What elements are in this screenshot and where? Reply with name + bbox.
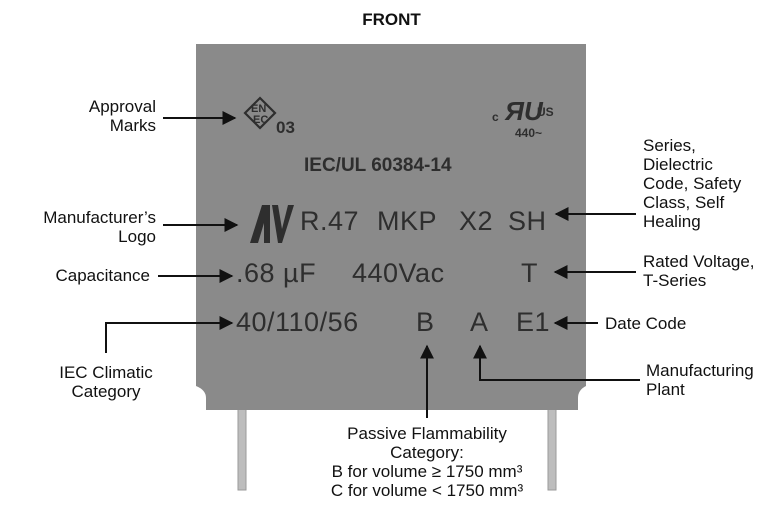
front-title: FRONT (362, 10, 421, 29)
callout-manufacturing-plant: Manufacturing Plant (646, 361, 754, 399)
callout-line: T-Series (643, 271, 707, 290)
callout-line: Manufacturer’s (43, 208, 156, 227)
svg-text:EN: EN (251, 103, 266, 115)
callout-line: Dielectric (643, 155, 713, 174)
callout-iec-climatic: IEC Climatic Category (36, 363, 176, 401)
callout-line: Logo (118, 227, 156, 246)
callout-line: Healing (643, 212, 701, 231)
ul-us: US (537, 105, 554, 119)
callout-series-info: Series, Dielectric Code, Safety Class, S… (643, 136, 741, 231)
callout-passive-flammability: Passive Flammability Category: B for vol… (287, 424, 567, 500)
callout-line: Rated Voltage, (643, 252, 755, 271)
capacitance-value: .68 µF (236, 258, 317, 288)
ur-logo: ЯU (504, 96, 544, 126)
callout-line: Class, Self (643, 193, 725, 212)
callout-line: B for volume ≥ 1750 mm³ (331, 462, 523, 481)
enec-mark: EN EC (243, 96, 277, 130)
safety-class: X2 (459, 206, 494, 236)
capacitor-body (196, 44, 586, 410)
callout-date-code: Date Code (605, 314, 686, 333)
callout-line: Passive Flammability (347, 424, 507, 443)
callout-line: C for volume < 1750 mm³ (330, 481, 524, 500)
callout-rated-voltage: Rated Voltage, T-Series (643, 252, 755, 290)
callout-line: Capacitance (55, 266, 150, 285)
arrow-climatic (105, 316, 234, 353)
approval-number: 03 (276, 118, 295, 137)
date-code-value: E1 (516, 307, 551, 337)
lead-left (237, 407, 247, 491)
callout-capacitance: Capacitance (20, 266, 150, 285)
callout-line: Marks (109, 116, 156, 135)
plant-value: A (470, 307, 489, 337)
manufacturer-logo (250, 205, 294, 243)
arrow-plant (473, 344, 640, 381)
svg-text:EC: EC (253, 114, 268, 126)
callout-approval-marks: Approval Marks (40, 97, 156, 135)
callout-line: Category (71, 382, 141, 401)
callout-line: Series, (643, 136, 696, 155)
callout-line: Date Code (605, 314, 687, 333)
ul-c: c (492, 110, 499, 124)
callout-line: Manufacturing (646, 361, 754, 380)
callout-line: Code, Safety (643, 174, 742, 193)
callout-line: Approval (88, 97, 156, 116)
capacitance-code: R.47 (300, 206, 360, 236)
flammability-value: B (416, 307, 435, 337)
ul-voltage: 440~ (515, 126, 543, 140)
callout-line: Plant (646, 380, 685, 399)
callout-line: IEC Climatic (59, 363, 153, 382)
series-value: T (521, 258, 538, 288)
climatic-value: 40/110/56 (236, 307, 359, 337)
svg-text:ЯU: ЯU (504, 96, 544, 126)
standard-text: IEC/UL 60384-14 (304, 155, 452, 176)
self-healing: SH (508, 206, 547, 236)
callout-line: Category: (390, 443, 464, 462)
callout-manufacturer-logo: Manufacturer’s Logo (2, 208, 156, 246)
dielectric: MKP (377, 206, 438, 236)
rated-voltage-value: 440Vac (352, 258, 445, 288)
